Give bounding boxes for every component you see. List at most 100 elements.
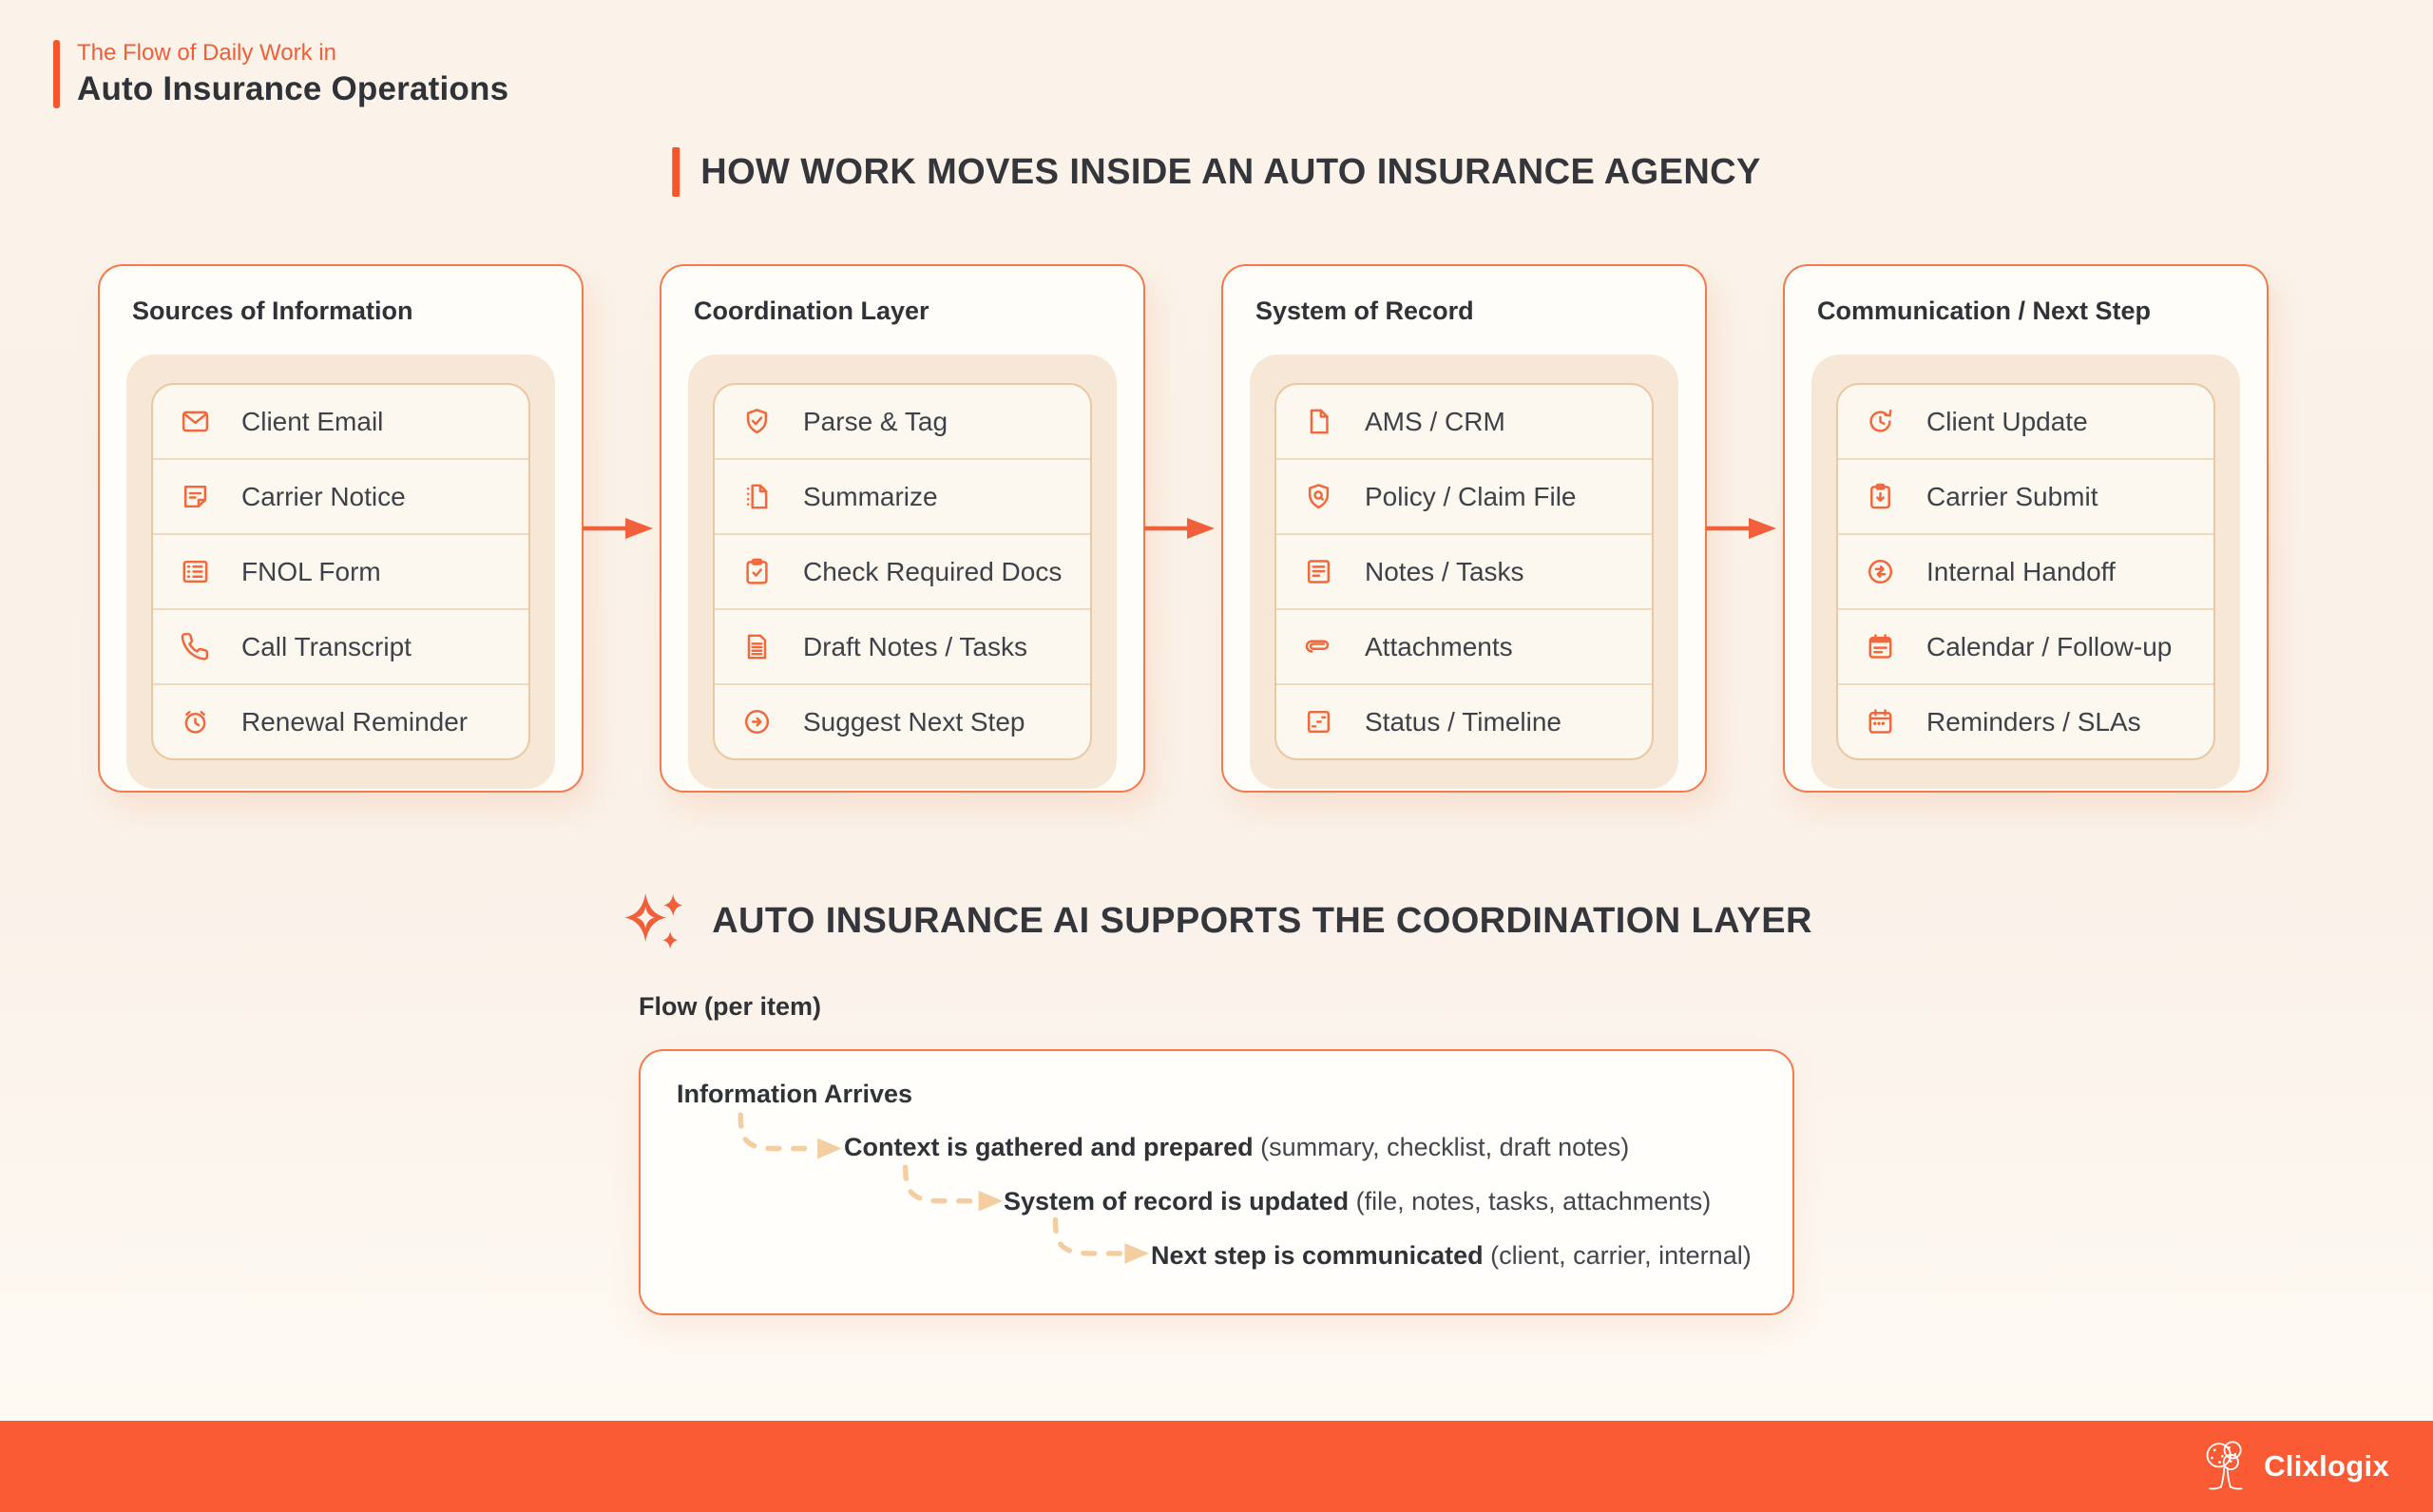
- calendar-lines-icon: [1865, 631, 1896, 662]
- list-item: FNOL Form: [153, 535, 528, 610]
- card-communication-next-step: Communication / Next Step Client Update …: [1783, 264, 2269, 793]
- list-item: Calendar / Follow-up: [1838, 610, 2213, 685]
- flow-label: Flow (per item): [639, 992, 822, 1021]
- brand-header: The Flow of Daily Work in Auto Insurance…: [53, 40, 508, 108]
- calendar-dots-icon: [1865, 706, 1896, 737]
- list-item: Parse & Tag: [715, 385, 1090, 460]
- list-item: Internal Handoff: [1838, 535, 2213, 610]
- arrow-right-icon: [1144, 518, 1215, 539]
- list-item-label: Suggest Next Step: [803, 706, 1025, 737]
- list-item-label: Status / Timeline: [1365, 706, 1561, 737]
- list-item: Policy / Claim File: [1276, 460, 1652, 535]
- notes-tasks-icon: [1303, 556, 1334, 587]
- list-item-label: Parse & Tag: [803, 406, 948, 436]
- list-item-label: Carrier Submit: [1926, 481, 2098, 511]
- list-item-label: Call Transcript: [241, 631, 412, 661]
- card-title: Communication / Next Step: [1817, 297, 2152, 325]
- page-title: Auto Insurance Operations: [77, 70, 509, 107]
- shield-search-icon: [1303, 481, 1334, 512]
- card-panel: Client Email Carrier Notice FNOL Form Ca…: [126, 354, 555, 789]
- card-panel: Client Update Carrier Submit Internal Ha…: [1811, 354, 2240, 789]
- status-timeline-icon: [1303, 706, 1334, 737]
- tree-logo-icon: [2206, 1441, 2243, 1490]
- list-item-label: Summarize: [803, 481, 938, 511]
- flow-step-normal: (summary, checklist, draft notes): [1253, 1133, 1630, 1161]
- list-item: AMS / CRM: [1276, 385, 1652, 460]
- flow-step-bold: System of record is updated: [1004, 1187, 1350, 1215]
- flow-step-normal: (file, notes, tasks, attachments): [1349, 1187, 1712, 1215]
- list-item-label: Client Email: [241, 406, 384, 436]
- arrow-gap: [1706, 264, 1783, 793]
- card-panel: Parse & Tag Summarize Check Required Doc…: [688, 354, 1117, 789]
- header-eyebrow: The Flow of Daily Work in: [77, 40, 336, 66]
- clock-refresh-icon: [1865, 406, 1896, 437]
- card-panel: AMS / CRM Policy / Claim File Notes / Ta…: [1250, 354, 1678, 789]
- list-item: Carrier Notice: [153, 460, 528, 535]
- list-item-label: Check Required Docs: [803, 556, 1063, 586]
- list-item-label: Notes / Tasks: [1365, 556, 1524, 586]
- list-item: Renewal Reminder: [153, 685, 528, 758]
- card-list: AMS / CRM Policy / Claim File Notes / Ta…: [1274, 383, 1654, 760]
- card-coordination-layer: Coordination Layer Parse & Tag Summarize…: [660, 264, 1145, 793]
- list-item: Reminders / SLAs: [1838, 685, 2213, 758]
- list-item-label: Internal Handoff: [1926, 556, 2116, 586]
- card-list: Client Email Carrier Notice FNOL Form Ca…: [151, 383, 530, 760]
- flow-step-normal: (client, carrier, internal): [1483, 1241, 1752, 1270]
- arrow-right-icon: [583, 518, 653, 539]
- mail-icon: [180, 406, 211, 437]
- list-item: Client Email: [153, 385, 528, 460]
- list-item: Notes / Tasks: [1276, 535, 1652, 610]
- card-list: Client Update Carrier Submit Internal Ha…: [1836, 383, 2215, 760]
- clipboard-download-icon: [1865, 481, 1896, 512]
- list-item-label: Calendar / Follow-up: [1926, 631, 2173, 661]
- list-item: Client Update: [1838, 385, 2213, 460]
- clipboard-check-icon: [741, 556, 773, 587]
- section-title-text: HOW WORK MOVES INSIDE AN AUTO INSURANCE …: [700, 151, 1761, 192]
- card-list: Parse & Tag Summarize Check Required Doc…: [713, 383, 1092, 760]
- flow-dashed-arrows: [738, 1112, 1150, 1264]
- arrow-gap: [1144, 264, 1221, 793]
- list-item: Suggest Next Step: [715, 685, 1090, 758]
- cards-row: Sources of Information Client Email Carr…: [98, 264, 2269, 793]
- paperclip-icon: [1303, 631, 1334, 662]
- file-lines-icon: [741, 631, 773, 662]
- ai-section-title-text: AUTO INSURANCE AI SUPPORTS THE COORDINAT…: [712, 900, 1812, 941]
- card-sources-of-information: Sources of Information Client Email Carr…: [98, 264, 584, 793]
- summarize-file-icon: [741, 481, 773, 512]
- carrier-notice-icon: [180, 481, 211, 512]
- arrow-right-icon: [1706, 518, 1776, 539]
- flow-step-bold: Context is gathered and prepared: [844, 1133, 1254, 1161]
- list-item: Summarize: [715, 460, 1090, 535]
- brand-name: Clixlogix: [2264, 1449, 2389, 1483]
- card-system-of-record: System of Record AMS / CRM Policy / Clai…: [1221, 264, 1707, 793]
- arrow-circle-icon: [741, 706, 773, 737]
- flow-box: Information Arrives Context is gathered …: [639, 1049, 1794, 1315]
- flow-step-bold: Information Arrives: [677, 1080, 913, 1108]
- flow-step-bold: Next step is communicated: [1151, 1241, 1484, 1270]
- transfer-circle-icon: [1865, 556, 1896, 587]
- shield-check-icon: [741, 406, 773, 437]
- file-icon: [1303, 406, 1334, 437]
- flow-step: Next step is communicated (client, carri…: [1151, 1241, 1752, 1271]
- footer-bar: Clixlogix: [0, 1421, 2433, 1512]
- footer-brand: Clixlogix: [2199, 1437, 2389, 1496]
- list-item-label: Draft Notes / Tasks: [803, 631, 1028, 661]
- flow-step: Information Arrives: [677, 1080, 912, 1109]
- flow-step: System of record is updated (file, notes…: [1004, 1187, 1711, 1216]
- fnol-form-icon: [180, 556, 211, 587]
- list-item: Draft Notes / Tasks: [715, 610, 1090, 685]
- sparkles-icon: [624, 893, 683, 949]
- list-item-label: Reminders / SLAs: [1926, 706, 2141, 737]
- flow-step: Context is gathered and prepared (summar…: [844, 1133, 1629, 1162]
- list-item-label: AMS / CRM: [1365, 406, 1505, 436]
- alarm-clock-icon: [180, 706, 211, 737]
- list-item-label: Policy / Claim File: [1365, 481, 1577, 511]
- card-title: Sources of Information: [132, 297, 413, 325]
- list-item-label: Renewal Reminder: [241, 706, 469, 737]
- title-accent-bar: [672, 147, 680, 197]
- accent-bar: [53, 40, 60, 108]
- card-title: Coordination Layer: [694, 297, 929, 325]
- phone-icon: [180, 631, 211, 662]
- card-title: System of Record: [1255, 297, 1474, 325]
